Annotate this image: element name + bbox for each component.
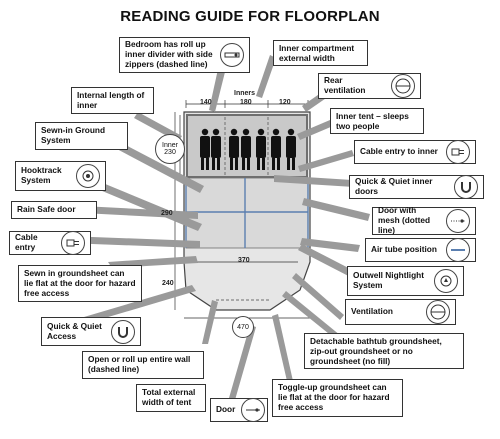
inners-label: Inners bbox=[234, 90, 256, 97]
ventilation-icon bbox=[391, 74, 415, 98]
dim-180: 180 bbox=[240, 99, 252, 106]
callout-nightlight-text: Outwell Nightlight System bbox=[353, 270, 424, 290]
callout-nightlight: Outwell Nightlight System bbox=[347, 266, 464, 296]
dim-470-badge: 470 bbox=[232, 316, 254, 338]
callout-quick-access: Quick & Quiet Access bbox=[41, 317, 141, 346]
callout-hooktrack: Hooktrack System bbox=[15, 161, 106, 191]
callout-ventilation-text: Ventilation bbox=[351, 306, 393, 317]
callout-door: Door bbox=[210, 398, 268, 422]
callout-total-width: Total external width of tent bbox=[136, 384, 206, 412]
magnet-icon bbox=[111, 319, 135, 344]
door-zipper-icon bbox=[241, 398, 266, 422]
magnet-icon bbox=[454, 175, 478, 199]
zipper-icon bbox=[220, 43, 244, 67]
callout-air-tube-text: Air tube position bbox=[371, 244, 437, 255]
callout-door-mesh: Door with mesh (dotted line) bbox=[372, 205, 476, 235]
callout-quick-inner-doors: Quick & Quiet inner doors bbox=[349, 175, 484, 199]
air-tube-icon bbox=[446, 238, 470, 262]
plug-icon bbox=[61, 231, 85, 255]
callout-sewn-ground: Sewn-in Ground System bbox=[35, 122, 128, 150]
callout-ventilation: Ventilation bbox=[345, 299, 456, 325]
callout-sewn-groundsheet: Sewn in groundsheet can lie flat at the … bbox=[18, 265, 142, 302]
callout-quick-access-text: Quick & Quiet Access bbox=[47, 320, 102, 341]
callout-rain-safe-door: Rain Safe door bbox=[11, 201, 97, 219]
callout-toggle-up: Toggle-up groundsheet can lie flat at th… bbox=[272, 379, 403, 417]
callout-cable-inner: Cable entry to inner bbox=[354, 140, 476, 164]
callout-cable-inner-text: Cable entry to inner bbox=[360, 146, 438, 157]
callout-arrows bbox=[66, 55, 370, 400]
ventilation-icon bbox=[426, 300, 450, 324]
inner-230-badge: Inner 230 bbox=[155, 134, 185, 164]
callout-cable-entry: Cable entry bbox=[9, 231, 91, 255]
callout-rear-ventilation: Rear ventilation bbox=[318, 73, 421, 99]
callout-inner-compartment: Inner compartment external width bbox=[273, 40, 368, 66]
dim-120: 120 bbox=[279, 99, 291, 106]
callout-rear-ventilation-text: Rear ventilation bbox=[324, 75, 366, 95]
callout-quick-inner-doors-text: Quick & Quiet inner doors bbox=[355, 176, 433, 196]
callout-bathtub-groundsheet: Detachable bathtub groundsheet, zip-out … bbox=[304, 333, 464, 369]
callout-hooktrack-text: Hooktrack System bbox=[21, 165, 62, 185]
mesh-door-icon bbox=[446, 209, 470, 233]
callout-door-text: Door bbox=[216, 404, 236, 415]
callout-bedroom: Bedroom has roll up inner divider with s… bbox=[119, 37, 250, 73]
callout-door-mesh-text: Door with mesh (dotted line) bbox=[378, 205, 431, 235]
dim-370: 370 bbox=[238, 257, 250, 264]
nightlight-icon bbox=[434, 269, 458, 293]
callout-internal-length: Internal length of inner bbox=[71, 87, 154, 114]
page-title: READING GUIDE FOR FLOORPLAN bbox=[120, 8, 380, 25]
plug-icon bbox=[446, 140, 470, 164]
dim-140: 140 bbox=[200, 99, 212, 106]
callout-bedroom-text: Bedroom has roll up inner divider with s… bbox=[125, 39, 213, 69]
dim-290: 290 bbox=[161, 210, 173, 217]
callout-open-wall: Open or roll up entire wall (dashed line… bbox=[82, 351, 204, 379]
hook-icon bbox=[76, 164, 100, 188]
callout-air-tube: Air tube position bbox=[365, 238, 476, 262]
callout-cable-entry-text: Cable entry bbox=[15, 232, 38, 252]
dim-240: 240 bbox=[162, 280, 174, 287]
callout-inner-tent: Inner tent – sleeps two people bbox=[330, 108, 424, 134]
sleeping-figures bbox=[200, 128, 296, 170]
